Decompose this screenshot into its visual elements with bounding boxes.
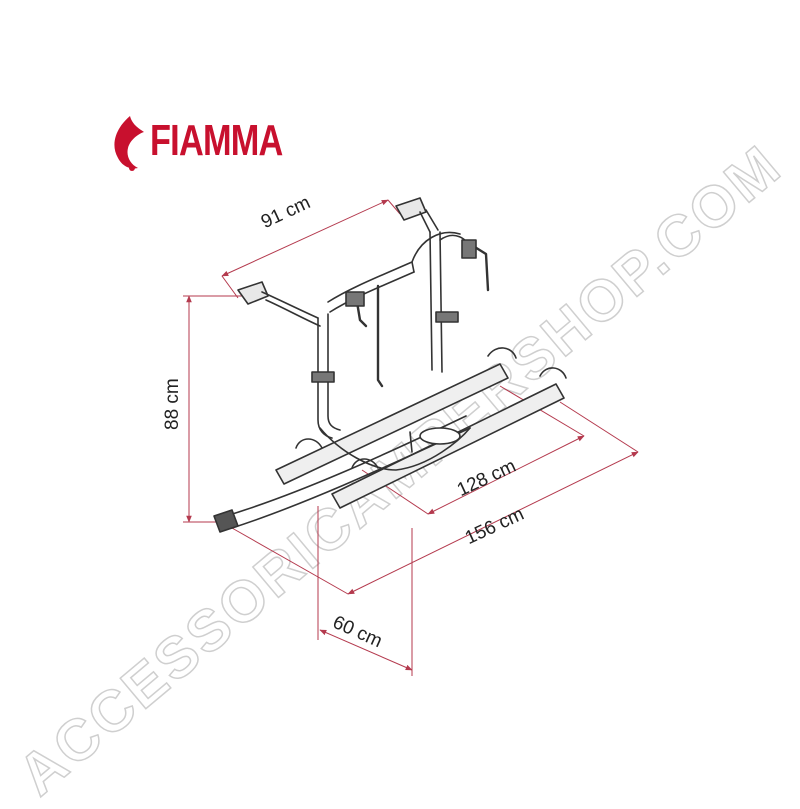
dimension-lines (183, 199, 639, 676)
brand-name: FIAMMA (150, 116, 283, 165)
bike-rack (213, 197, 567, 533)
fiamma-logo-icon (114, 116, 144, 171)
dimension-height: 88 cm (162, 378, 183, 430)
